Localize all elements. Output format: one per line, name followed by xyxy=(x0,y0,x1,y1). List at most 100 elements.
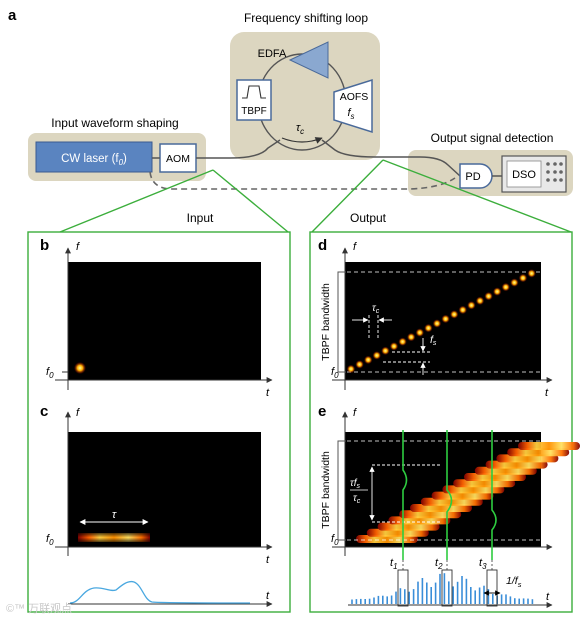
panel-b-letter: b xyxy=(40,237,49,254)
panel-e-t1-label: t1 xyxy=(390,557,398,571)
panel-e-band xyxy=(474,466,537,475)
output-detection-title: Output signal detection xyxy=(431,131,554,145)
pd-photodetector xyxy=(459,163,493,189)
loop-tau-c-label: τc xyxy=(296,122,304,136)
panel-d-letter: d xyxy=(318,237,327,254)
panel-d-spot xyxy=(441,314,450,324)
panel-d-bandwidth-label: TBPF bandwidth xyxy=(320,283,332,361)
panel-d-spot xyxy=(493,287,502,296)
panel-c-waveform-t-label: t xyxy=(266,590,270,602)
panel-d-spot xyxy=(407,332,416,342)
panel-d-spot xyxy=(467,301,476,310)
tbpf-filter xyxy=(236,79,272,121)
panel-e-gate-line-3 xyxy=(491,430,497,560)
output-frame xyxy=(309,231,573,613)
panel-d-spot xyxy=(484,292,493,301)
input-connector-lines xyxy=(59,169,289,233)
aofs-shifter-icon xyxy=(333,78,373,134)
panel-a-letter: a xyxy=(8,7,17,24)
edfa-label: EDFA xyxy=(258,48,287,60)
panel-c-t-label: t xyxy=(266,554,270,566)
panel-e-f-label: f xyxy=(353,407,357,419)
panel-c-pulse-bar-shade xyxy=(78,533,150,542)
panel-d-spot xyxy=(518,273,528,283)
panel-d-spot xyxy=(381,346,390,355)
watermark: ©™ 万联观点 xyxy=(6,602,72,615)
panel-c-letter: c xyxy=(40,403,48,420)
panel-e-period-label: 1/fs xyxy=(506,575,522,589)
input-fiber xyxy=(196,139,281,159)
panel-e-band xyxy=(442,485,505,494)
input-frame xyxy=(27,231,291,613)
panel-e-band xyxy=(453,479,516,488)
aofs-label: AOFS xyxy=(340,91,369,103)
panel-b-f0-label: f0 xyxy=(46,366,54,380)
panel-e-bands xyxy=(356,442,580,543)
panel-d-spot xyxy=(389,342,399,351)
panel-d-tau-c-label: τc xyxy=(372,303,380,315)
panel-d-spot xyxy=(450,310,459,319)
edfa-amplifier-icon xyxy=(288,41,329,79)
dso-label: DSO xyxy=(512,169,536,181)
panel-e-band xyxy=(485,460,548,469)
panel-d-spot xyxy=(432,319,442,328)
panel-c-waveform xyxy=(69,580,251,604)
panel-b-t-label: t xyxy=(266,387,270,399)
panel-d-fs-label: fs xyxy=(430,334,437,347)
panel-c-f-label: f xyxy=(76,407,80,419)
panel-e-band xyxy=(496,454,559,463)
panel-b-spot xyxy=(74,362,86,374)
panel-d-spot xyxy=(424,323,433,333)
panel-d-spot xyxy=(501,282,510,292)
cw-laser-box xyxy=(35,141,153,173)
panel-e-letter: e xyxy=(318,403,326,420)
panel-e-t-label: t xyxy=(546,591,550,603)
panel-c-f0-label: f0 xyxy=(46,533,54,547)
dso-knobs xyxy=(546,162,563,182)
panel-e-bandwidth-label: TBPF bandwidth xyxy=(320,451,332,529)
output-fiber xyxy=(321,139,461,177)
panel-d-t-label: t xyxy=(545,387,549,399)
panel-d-spots xyxy=(346,269,536,374)
panel-c-spectrogram xyxy=(68,432,261,547)
panel-e-t3-label: t3 xyxy=(479,557,487,571)
panel-d-spot xyxy=(415,328,424,337)
panel-e-band xyxy=(366,528,429,537)
panel-e-band xyxy=(410,504,472,512)
panel-c-tau-label: τ xyxy=(112,509,117,521)
tbpf-passband-icon xyxy=(242,85,266,99)
cw-laser-label: CW laser (f0) xyxy=(61,153,127,167)
panel-d-spot xyxy=(527,269,536,278)
panel-e-gate-box-1 xyxy=(397,569,409,607)
panel-b-f-label: f xyxy=(76,241,80,253)
aofs-fs-label: fs xyxy=(347,107,354,121)
input-section-label: Input xyxy=(187,211,214,225)
loop-direction-arrow xyxy=(281,137,323,144)
panel-d-spot xyxy=(510,278,519,287)
panel-d-spot xyxy=(475,296,485,305)
tbpf-label: TBPF xyxy=(241,106,267,117)
input-shaping-title: Input waveform shaping xyxy=(51,116,178,130)
panel-d-f-label: f xyxy=(353,241,357,253)
panel-d-spot xyxy=(398,337,407,346)
panel-e-frac-num: τfs xyxy=(350,478,361,490)
panel-e-band xyxy=(377,522,440,531)
panel-e-band xyxy=(464,473,526,481)
loop-title: Frequency shifting loop xyxy=(244,11,368,25)
panel-d-f0-label: f0 xyxy=(331,366,339,380)
panel-d-spot xyxy=(346,364,356,374)
panel-b-spectrogram xyxy=(68,262,261,380)
panel-e-f0-label: f0 xyxy=(331,533,339,547)
panel-d-spot xyxy=(364,355,373,365)
panel-e-bandwidth-bracket xyxy=(337,440,346,541)
output-connector-lines xyxy=(311,159,572,233)
panel-e-gate-line-1 xyxy=(402,430,408,560)
panel-d-spot xyxy=(372,351,381,360)
panel-d-bandwidth-bracket xyxy=(337,271,346,373)
panel-e-band xyxy=(518,442,580,450)
aom-label: AOM xyxy=(166,153,190,165)
loop-background xyxy=(230,32,380,160)
dso-screen xyxy=(506,160,542,188)
panel-d-spot xyxy=(458,305,467,315)
